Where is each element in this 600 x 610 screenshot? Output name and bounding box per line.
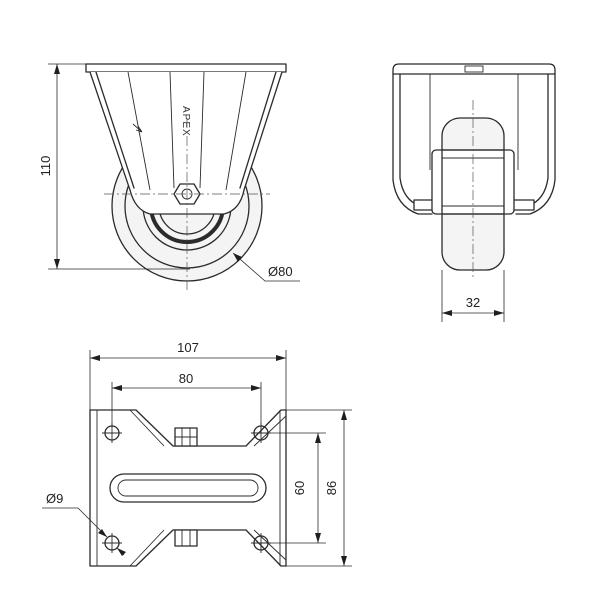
front-plate-nut (464, 65, 484, 73)
dim-plate-width-label: 86 (324, 481, 339, 495)
dimension-height: 110 (38, 63, 190, 270)
front-view (392, 63, 556, 280)
side-fork-inner-edge (95, 71, 135, 189)
side-fork-rib (199, 71, 205, 189)
brand-text: APEX (180, 106, 191, 137)
dimension-hole-spacing-width: 60 (268, 432, 326, 544)
plate-slot (109, 473, 267, 503)
dim-leader (232, 252, 300, 282)
dimension-plate-length: 107 (89, 340, 287, 410)
front-fork-leg-right (515, 73, 556, 215)
plate-flange-line (129, 529, 165, 567)
bottom-center-nut (174, 529, 198, 547)
front-top-plate (392, 63, 556, 75)
dim-arrow (54, 64, 60, 74)
dim-arrow (98, 529, 107, 537)
side-fork-inner-edge-2 (239, 71, 277, 189)
dim-hole-diameter-label: Ø9 (46, 491, 63, 506)
dimension-wheel-width: 32 (441, 270, 505, 322)
hole-crosshair (102, 423, 122, 443)
dim-height-label: 110 (38, 156, 53, 177)
dim-wheel-diameter-label: Ø80 (268, 264, 293, 279)
dimension-hole-diameter: Ø9 (42, 491, 126, 556)
dim-arrow (315, 433, 321, 443)
dim-wheel-width-label: 32 (466, 295, 480, 310)
dim-arrow (90, 355, 100, 361)
dimension-wheel-diameter: Ø80 (232, 252, 300, 282)
side-top-plate (85, 63, 287, 73)
side-arrow-mark (132, 123, 143, 133)
dim-arrow (233, 253, 242, 262)
hole-crosshair (251, 423, 271, 443)
dimension-hole-spacing-length: 80 (111, 371, 262, 426)
dim-arrow (117, 548, 126, 556)
dim-arrow (251, 385, 261, 391)
dim-hole-spacing-width-label: 60 (292, 481, 307, 495)
dim-arrow (341, 556, 347, 566)
front-fork-leg-left-inner (399, 73, 433, 207)
dim-arrow (341, 410, 347, 420)
plate-flange-line (253, 529, 287, 561)
hole-crosshair (251, 533, 271, 553)
side-fork-rib (169, 71, 175, 189)
dim-hole-spacing-length-label: 80 (179, 371, 193, 386)
front-fork-leg-right-inner (515, 73, 549, 207)
dim-arrow (54, 259, 60, 269)
hole-crosshair (102, 533, 122, 553)
dimension-plate-width: 86 (286, 409, 352, 567)
dim-plate-length-label: 107 (177, 340, 199, 355)
dim-arrow (494, 310, 504, 316)
dim-leader (42, 507, 108, 538)
dim-arrow (315, 533, 321, 543)
top-view (89, 409, 287, 567)
plate-flange-line (253, 415, 287, 447)
plate-flange-line (129, 409, 165, 447)
dim-arrow (442, 310, 452, 316)
dim-arrow (112, 385, 122, 391)
dim-arrow (276, 355, 286, 361)
side-fork-rib (225, 71, 247, 191)
front-fork-leg-left (392, 73, 433, 215)
side-view: APEX (85, 63, 287, 290)
plate-slot-inner (117, 479, 259, 497)
